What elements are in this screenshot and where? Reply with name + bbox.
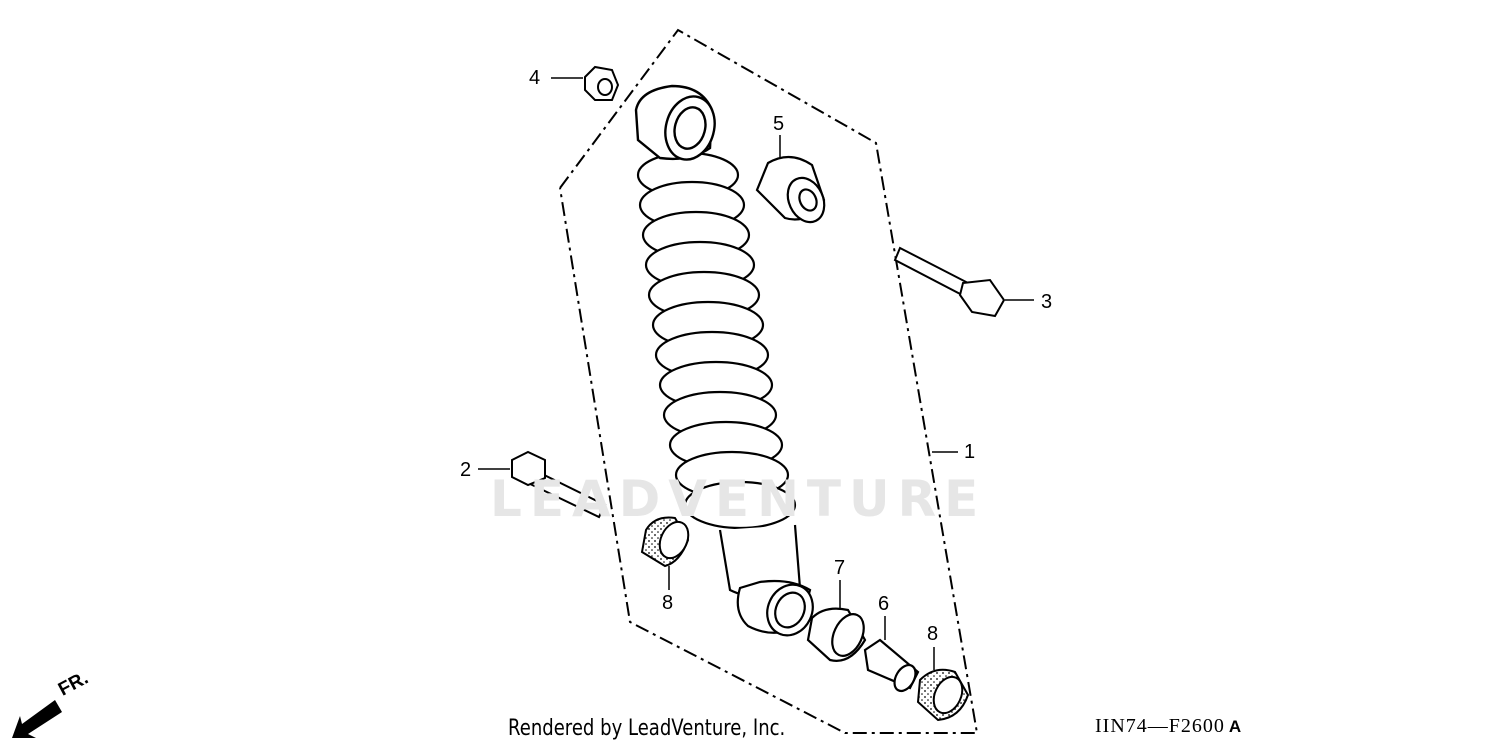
bolt-upper-part bbox=[893, 246, 1006, 318]
callout-8-right: 8 bbox=[927, 623, 939, 645]
upper-mount-eye bbox=[634, 84, 716, 161]
needle-bearing-part bbox=[806, 607, 867, 662]
front-direction-arrow-icon bbox=[12, 700, 62, 738]
bolt-lower-part bbox=[511, 450, 607, 519]
callout-2: 2 bbox=[460, 459, 472, 481]
bush-part bbox=[755, 155, 826, 224]
callout-3: 3 bbox=[1041, 291, 1053, 313]
callout-8-left: 8 bbox=[662, 592, 674, 614]
render-credit: Rendered by LeadVenture, Inc. bbox=[508, 716, 786, 741]
diagram-code-suffix: A bbox=[1228, 717, 1243, 736]
coil-spring bbox=[636, 151, 797, 530]
assembly-outline bbox=[559, 28, 979, 734]
collar-part bbox=[863, 638, 920, 693]
callout-4: 4 bbox=[529, 67, 541, 89]
callout-6: 6 bbox=[878, 593, 890, 615]
flange-nut-part bbox=[584, 65, 620, 101]
watermark: LEADVENTURE bbox=[490, 470, 987, 528]
lower-mount-eye bbox=[736, 579, 814, 637]
dust-seal-right-part bbox=[916, 668, 970, 722]
dust-seal-left-part bbox=[640, 516, 690, 568]
callout-5: 5 bbox=[773, 113, 785, 135]
callout-1: 1 bbox=[964, 441, 976, 463]
diagram-code-text: IIN74—F2600 bbox=[1095, 715, 1225, 737]
callout-7: 7 bbox=[834, 557, 846, 579]
